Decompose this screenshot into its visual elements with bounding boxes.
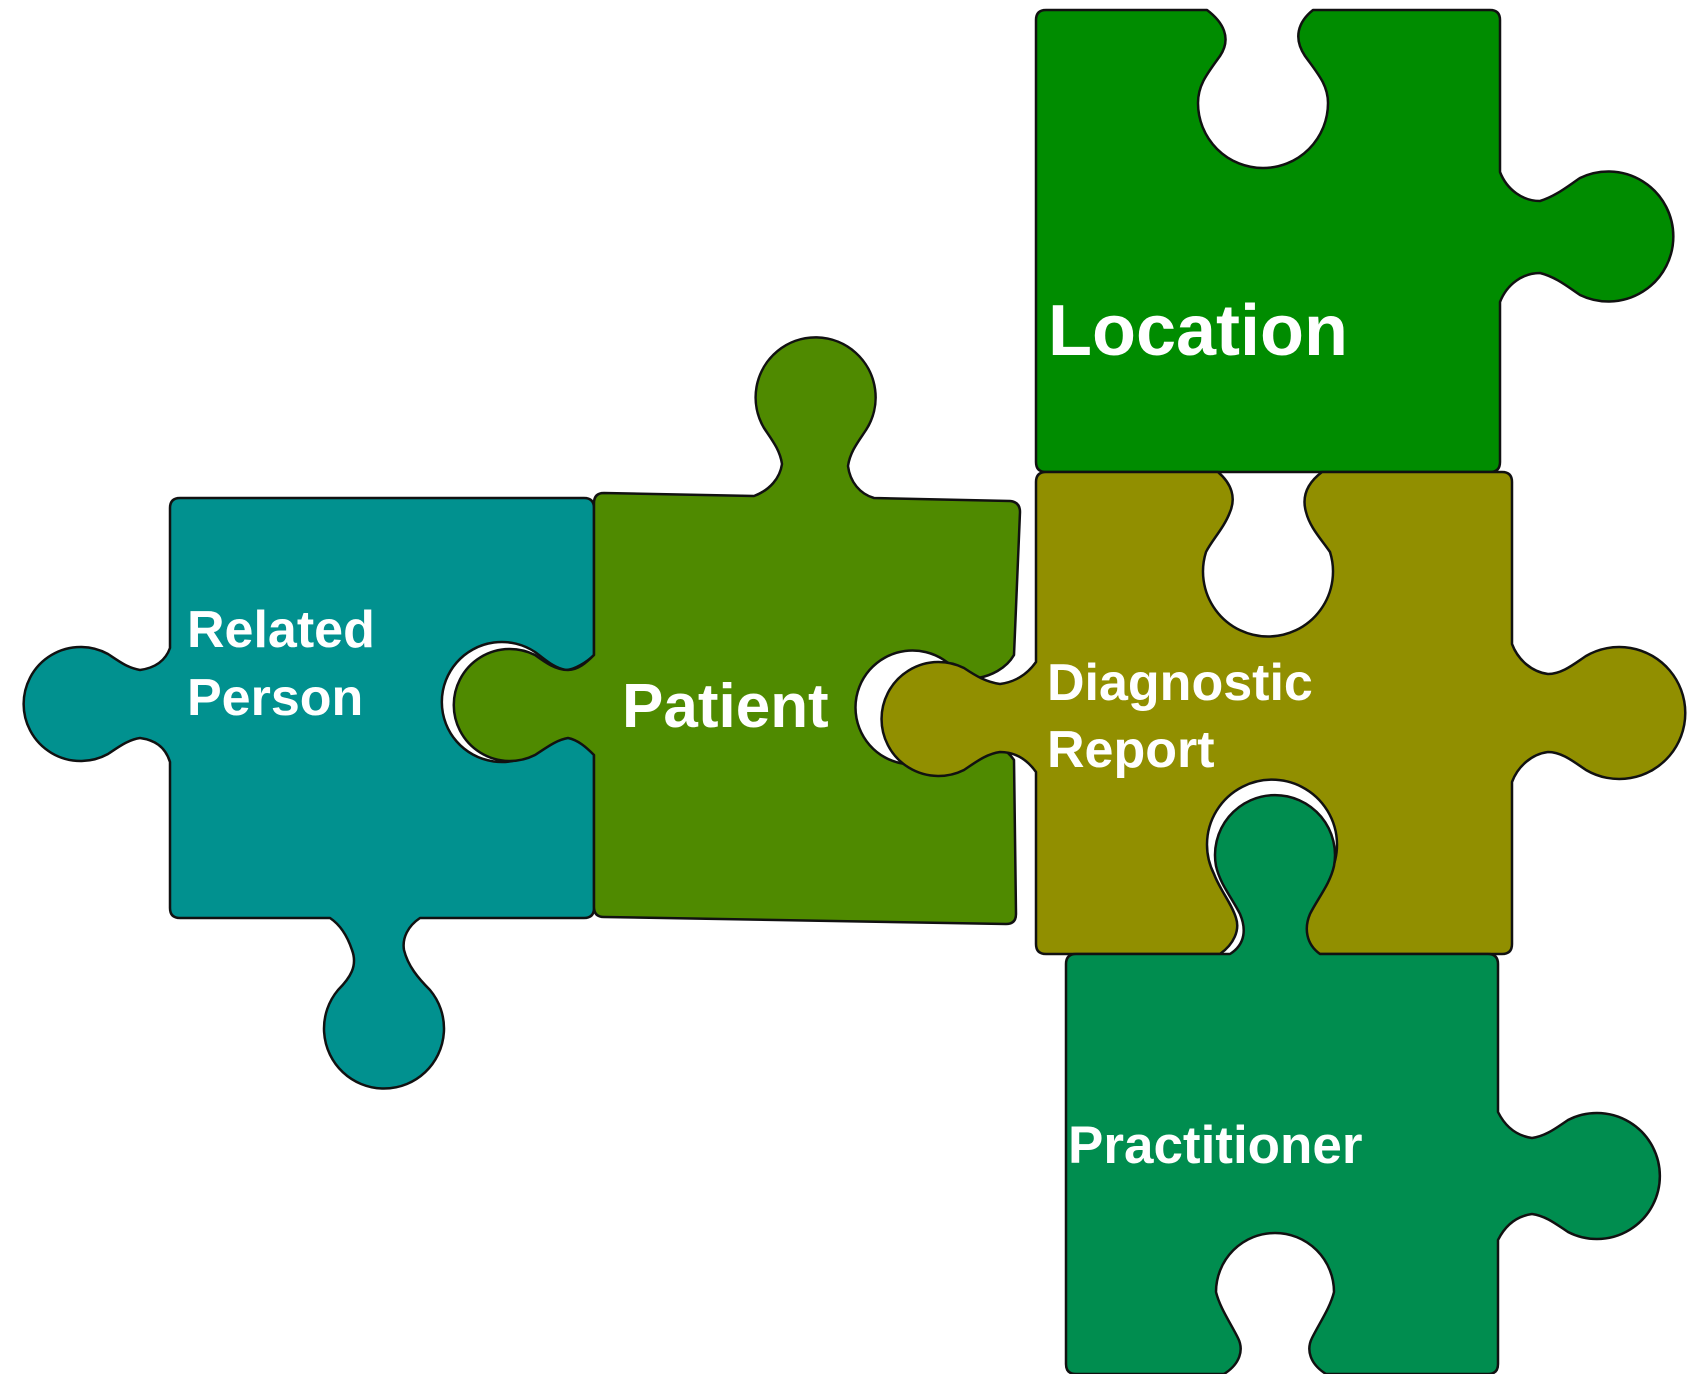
svg-text:Related Person: Related Person bbox=[187, 601, 389, 727]
related-person-label-line1: Related bbox=[187, 601, 375, 659]
location-piece: Location bbox=[1034, 8, 1675, 474]
patient-piece: Patient bbox=[452, 336, 1022, 926]
patient-piece-shape bbox=[452, 336, 1022, 926]
practitioner-label: Practitioner bbox=[1068, 1116, 1363, 1175]
diagnostic-report-piece-shape bbox=[880, 470, 1687, 956]
svg-text:Diagnostic Report: Diagnostic Report bbox=[1047, 654, 1327, 779]
svg-text:Practitioner: Practitioner bbox=[1068, 1116, 1363, 1175]
related-person-label-line2: Person bbox=[187, 669, 363, 727]
diagnostic-report-piece: Diagnostic Report bbox=[880, 470, 1687, 956]
diagnostic-report-label-line2: Report bbox=[1047, 721, 1215, 779]
diagnostic-report-label-line1: Diagnostic bbox=[1047, 654, 1313, 712]
location-piece-shape bbox=[1034, 8, 1675, 474]
svg-text:Location: Location bbox=[1048, 291, 1348, 371]
practitioner-piece: Practitioner bbox=[1064, 793, 1662, 1374]
practitioner-piece-shape bbox=[1064, 793, 1662, 1374]
patient-label: Patient bbox=[622, 672, 829, 741]
location-label: Location bbox=[1048, 291, 1348, 371]
svg-text:Patient: Patient bbox=[622, 672, 829, 741]
related-person-piece: Related Person bbox=[22, 496, 596, 1090]
related-person-piece-shape bbox=[22, 496, 596, 1090]
